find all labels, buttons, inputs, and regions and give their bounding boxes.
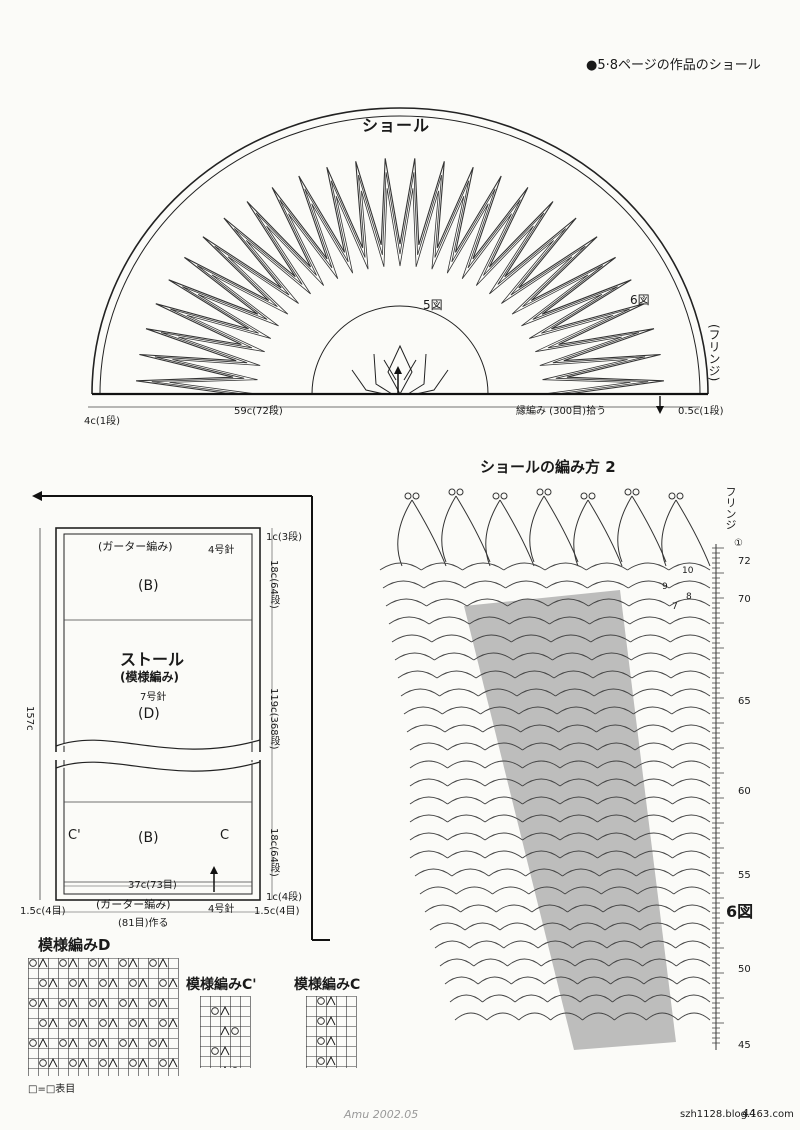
dim-top: 1c(3段) — [266, 532, 303, 543]
crochet-chart — [379, 488, 724, 1050]
margin-left: 1.5c(4目) — [20, 906, 66, 917]
garter-bottom-needle: 4号針 — [208, 904, 235, 915]
watermark: Amu 2002.05 — [344, 1108, 419, 1121]
dim-edge: 縁編み (300目)拾う — [516, 406, 607, 417]
dim-d: 119c(368段) — [268, 688, 279, 750]
page-caption: ●5·8ページの作品のショール — [586, 58, 761, 73]
chart-small-number: 8 — [686, 592, 692, 602]
dim-left: 4c(1段) — [84, 416, 121, 427]
blog-url: szh1128.blog.163.com — [680, 1109, 794, 1120]
stole-needle: 7号針 — [140, 692, 167, 703]
dim-right: 0.5c(1段) — [678, 406, 724, 417]
row-marker: ① — [734, 538, 743, 549]
page-number: 44 — [742, 1107, 756, 1120]
stole-diagram — [39, 527, 273, 913]
chart-title: ショールの編み方 2 — [480, 458, 616, 476]
fig5-label: 5図 — [423, 298, 443, 312]
label-c: C — [220, 828, 230, 843]
stole-title: ストール — [120, 650, 185, 669]
dim-b-bottom: 18c(64段) — [268, 828, 279, 877]
shawl-title: ショール — [362, 116, 431, 135]
dim-main: 59c(72段) — [234, 406, 283, 417]
row-marker: 55 — [738, 870, 751, 881]
pattern-c-grid — [306, 996, 357, 1068]
section-b-bottom: (B) — [138, 830, 159, 846]
width-inner: 37c(73目) — [128, 880, 177, 891]
chart-fig-label: 6図 — [726, 902, 754, 921]
garter-bottom: (ガーター編み) — [96, 898, 171, 911]
section-d: (D) — [138, 706, 160, 722]
row-marker: 60 — [738, 786, 751, 797]
garter-top: (ガーター編み) — [98, 540, 173, 553]
fig6-label: 6図 — [630, 293, 650, 307]
pattern-c-prime-title: 模様編みC' — [186, 977, 257, 993]
margin-right: 1.5c(4目) — [254, 906, 300, 917]
section-b-top: (B) — [138, 578, 159, 594]
fringe-label: (フリンジ) — [707, 324, 721, 382]
legend: □=□表目 — [28, 1084, 76, 1095]
chart-small-number: 10 — [682, 566, 694, 576]
chart-fringe-label: フリンジ — [724, 486, 737, 530]
width-cast: (81目)作る — [118, 918, 169, 929]
pattern-d-title: 模様編みD — [38, 936, 111, 954]
row-marker: 70 — [738, 594, 751, 605]
row-marker: 50 — [738, 964, 751, 975]
dim-bottom: 1c(4段) — [266, 892, 303, 903]
chart-shaded-band — [464, 590, 676, 1050]
frame-lines — [32, 491, 330, 941]
height-total: 157c — [24, 706, 35, 731]
row-marker: 65 — [738, 696, 751, 707]
pattern-d-grid — [28, 958, 179, 1076]
chart-small-number: 7 — [672, 602, 678, 612]
label-c-prime: C' — [68, 828, 81, 843]
dim-b-top: 18c(64段) — [268, 560, 279, 609]
pattern-c-title: 模様編みC — [294, 977, 361, 993]
stole-subtitle: (模様編み) — [120, 670, 179, 684]
garter-top-needle: 4号針 — [208, 545, 235, 556]
row-marker: 72 — [738, 556, 751, 567]
chart-small-number: 9 — [662, 582, 668, 592]
row-marker: 45 — [738, 1040, 751, 1051]
shawl-fan-diagram — [88, 107, 709, 414]
pattern-c-prime-grid — [200, 996, 251, 1068]
